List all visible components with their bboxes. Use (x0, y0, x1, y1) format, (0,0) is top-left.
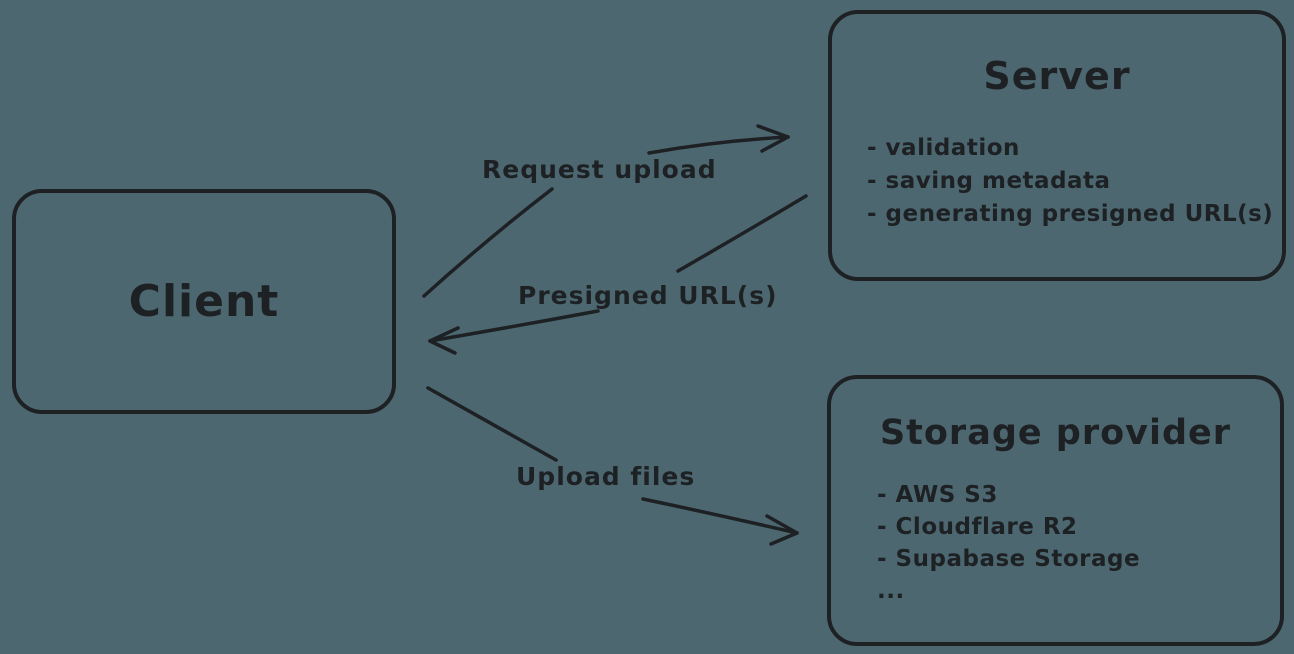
arrow-presigned-urls (428, 194, 808, 355)
node-server: Server - validation - saving metadata - … (828, 10, 1286, 281)
server-title: Server (983, 54, 1131, 98)
edge-label-presigned-urls: Presigned URL(s) (518, 281, 778, 310)
storage-bullet-cloudflare-r2: - Cloudflare R2 (877, 514, 1078, 540)
server-bullet-list: - validation - saving metadata - generat… (867, 132, 1273, 231)
edge-label-upload-files: Upload files (516, 462, 696, 491)
edge-label-request-upload: Request upload (482, 155, 717, 184)
server-bullet-saving-metadata: - saving metadata (867, 168, 1111, 194)
client-title: Client (128, 276, 280, 327)
storage-bullet-aws-s3: - AWS S3 (877, 482, 998, 508)
node-storage-provider: Storage provider - AWS S3 - Cloudflare R… (827, 375, 1284, 646)
node-client: Client (12, 189, 396, 414)
arrow-request-upload (422, 124, 790, 298)
server-bullet-validation: - validation (867, 135, 1020, 161)
storage-provider-title: Storage provider (879, 413, 1232, 453)
server-bullet-generating-presigned-urls: - generating presigned URL(s) (867, 201, 1274, 227)
storage-bullet-ellipsis: ... (877, 578, 905, 604)
storage-bullet-list: - AWS S3 - Cloudflare R2 - Supabase Stor… (877, 479, 1140, 607)
storage-bullet-supabase-storage: - Supabase Storage (877, 546, 1141, 572)
